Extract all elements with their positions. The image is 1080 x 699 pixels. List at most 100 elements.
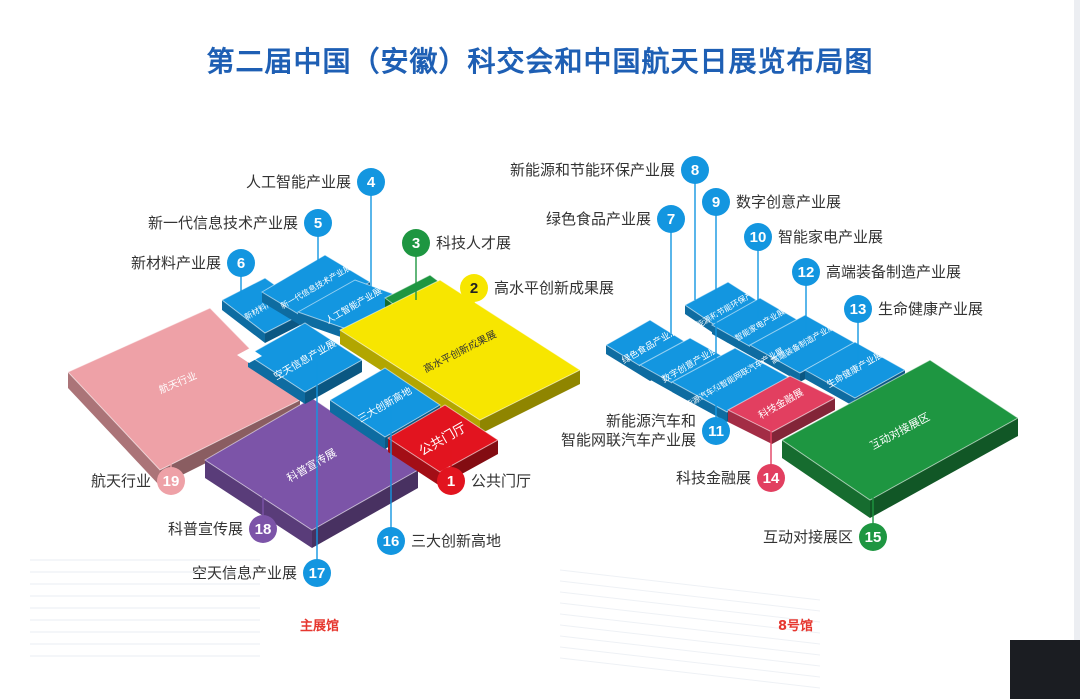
callout-19: 19 航天行业 — [91, 467, 186, 495]
number-badge: 15 — [859, 523, 888, 551]
block-side-left — [782, 440, 870, 518]
callout-label: 新能源和节能环保产业展 — [510, 160, 676, 179]
number-badge: 1 — [437, 467, 465, 495]
block-finance: 科技金融展 — [726, 375, 837, 444]
number-badge: 19 — [157, 467, 186, 495]
block-side-right — [772, 398, 835, 444]
callout-label: 三大创新高地 — [411, 531, 502, 550]
callout-14: 14 科技金融展 — [676, 464, 786, 492]
block-side-left — [805, 370, 855, 407]
callout-12: 12 高端装备制造产业展 — [792, 258, 961, 286]
number-badge: 6 — [227, 249, 256, 277]
page-title: 第二届中国（安徽）科交会和中国航天日展览布局图 — [206, 45, 874, 78]
callout-4: 4 人工智能产业展 — [246, 168, 386, 196]
number-badge: 10 — [744, 223, 772, 251]
number-badge: 14 — [757, 464, 786, 492]
callout-16: 16 三大创新高地 — [377, 527, 501, 555]
block-space-info: 空天信息产业展 — [247, 322, 363, 404]
callout-label: 新一代信息技术产业展 — [148, 213, 299, 232]
callout-label: 新能源汽车和智能网联汽车产业展 — [561, 412, 696, 450]
block-side-left — [388, 438, 440, 486]
callout-label: 人工智能产业展 — [246, 172, 352, 191]
number-badge: 12 — [792, 258, 820, 286]
block-top — [781, 359, 1019, 501]
block-side-left — [68, 372, 160, 486]
block-top — [338, 279, 582, 421]
block-interact: 互动对接展区 — [781, 359, 1019, 518]
callout-10: 10 智能家电产业展 — [744, 223, 883, 251]
number-badge: 18 — [249, 515, 278, 543]
hall-label-main: 主展馆 — [300, 619, 340, 634]
block-side-left — [222, 300, 265, 343]
callout-5: 5 新一代信息技术产业展 — [148, 209, 333, 237]
callout-2: 2 高水平创新成果展 — [460, 274, 614, 302]
number-badge: 4 — [357, 168, 386, 196]
callout-label: 互动对接展区 — [763, 527, 854, 546]
callout-label: 高端装备制造产业展 — [826, 262, 962, 281]
callout-label: 数字创意产业展 — [736, 192, 842, 211]
block-side-left — [330, 400, 385, 449]
number-badge: 13 — [844, 295, 872, 323]
callout-label: 科技金融展 — [676, 468, 752, 487]
block-notch — [237, 348, 262, 363]
number-badge: 11 — [702, 417, 731, 445]
callout-label: 绿色食品产业展 — [546, 209, 652, 228]
callout-17: 17 空天信息产业展 — [192, 559, 332, 587]
callout-18: 18 科普宣传展 — [168, 515, 278, 543]
callout-label: 航天行业 — [91, 471, 152, 490]
background-decoration — [30, 559, 821, 689]
block-top — [387, 404, 499, 473]
callout-9: 9 数字创意产业展 — [702, 188, 841, 216]
callout-label: 空天信息产业展 — [192, 563, 298, 582]
block-side-left — [205, 460, 312, 548]
block-side-left — [262, 292, 305, 328]
number-badge: 7 — [657, 205, 686, 233]
callout-label-line2: 智能网联汽车产业展 — [561, 431, 697, 449]
callout-label: 新材料产业展 — [131, 253, 222, 272]
callout-label: 生命健康产业展 — [878, 299, 984, 318]
number-badge: 2 — [460, 274, 488, 302]
block-top — [329, 367, 441, 438]
block-side-right — [305, 360, 362, 404]
block-top — [803, 341, 907, 399]
number-badge: 9 — [702, 188, 730, 216]
block-top — [261, 254, 372, 319]
hall-label-8: 8号馆 — [778, 619, 814, 634]
block-top — [247, 322, 363, 393]
callout-7: 7 绿色食品产业展 — [546, 205, 686, 233]
block-side-left — [248, 355, 305, 404]
block-side-left — [728, 410, 772, 444]
callout-8: 8 新能源和节能环保产业展 — [510, 156, 710, 184]
callout-label: 高水平创新成果展 — [494, 278, 615, 297]
block-side-right — [870, 418, 1018, 518]
number-badge: 5 — [304, 209, 333, 237]
callout-15: 15 互动对接展区 — [763, 523, 888, 551]
block-aerospace: 航天行业 — [67, 307, 301, 486]
block-side-left — [606, 345, 650, 381]
callout-label: 公共门厅 — [471, 471, 532, 490]
block-top — [726, 375, 837, 433]
number-badge: 17 — [303, 559, 332, 587]
number-badge: 3 — [402, 229, 430, 257]
page-edge — [1074, 0, 1080, 699]
block-side-left — [672, 382, 727, 422]
callout-label: 科普宣传展 — [168, 519, 244, 538]
block-side-left — [750, 345, 800, 382]
callout-3: 3 科技人才展 — [402, 229, 511, 257]
block-side-right — [480, 370, 580, 434]
block-side-right — [160, 400, 300, 486]
callout-label: 智能家电产业展 — [778, 227, 884, 246]
callout-label-line1: 新能源汽车和 — [606, 412, 697, 430]
number-badge: 16 — [377, 527, 405, 555]
callout-13: 13 生命健康产业展 — [844, 295, 983, 323]
callout-1: 1 公共门厅 — [437, 467, 531, 495]
number-badge: 8 — [681, 156, 710, 184]
block-health: 生命健康产业展 — [803, 341, 907, 407]
callout-label: 科技人才展 — [436, 233, 512, 252]
callout-6: 6 新材料产业展 — [131, 249, 256, 277]
page-corner — [1010, 640, 1080, 699]
block-side-left — [712, 325, 760, 361]
